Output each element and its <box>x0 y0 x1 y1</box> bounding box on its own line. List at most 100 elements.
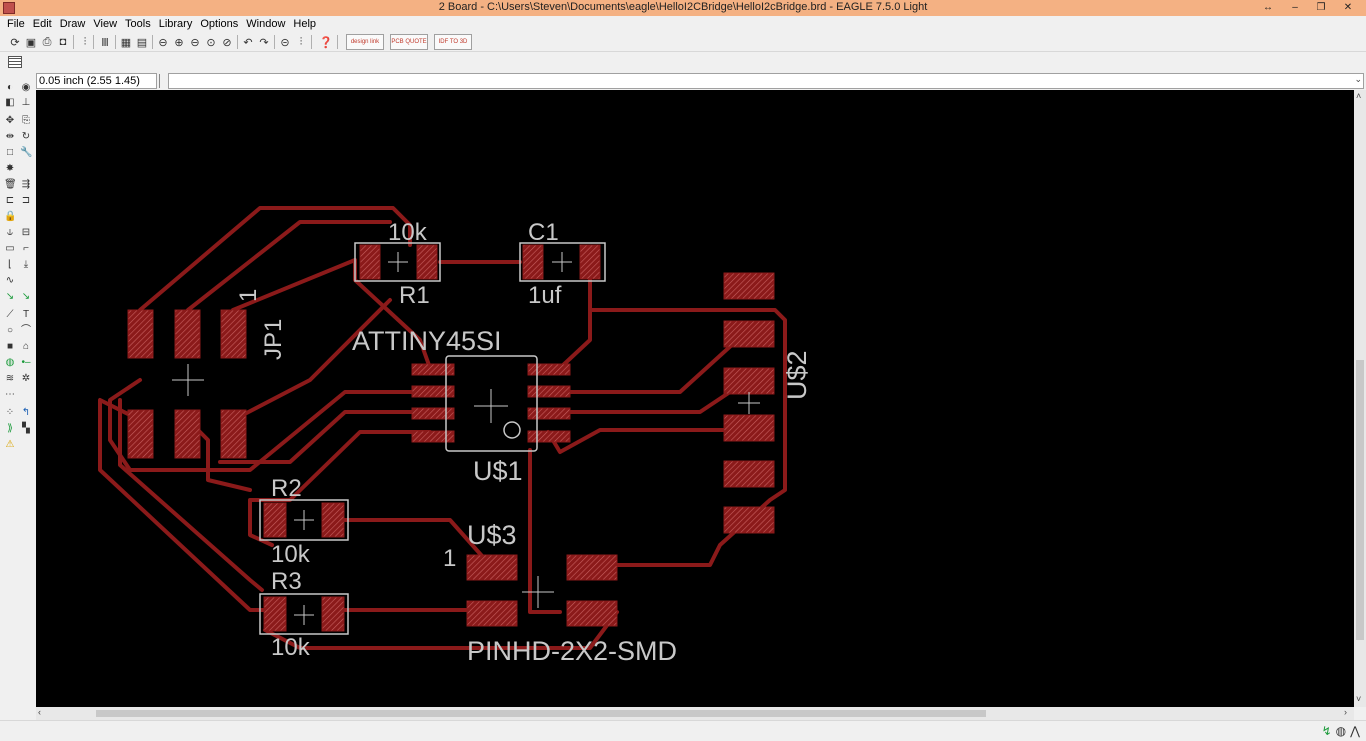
pad[interactable] <box>359 244 381 280</box>
command-line-input[interactable] <box>168 73 1364 89</box>
zoom-out-icon[interactable]: ⊖ <box>190 36 200 49</box>
pad[interactable] <box>174 409 201 459</box>
pad[interactable] <box>411 385 455 398</box>
pad[interactable] <box>466 554 518 581</box>
pad[interactable] <box>527 363 571 376</box>
maximize-button[interactable]: ❐ <box>1316 2 1326 13</box>
pad[interactable] <box>174 309 201 359</box>
eagle-app-icon[interactable] <box>3 2 15 14</box>
mark-icon[interactable]: ⊥ <box>21 97 31 108</box>
optimize-icon[interactable]: ⌐ <box>23 243 29 254</box>
line-icon[interactable]: ⟋ <box>6 309 14 320</box>
edit-mode-icon[interactable]: ⋀ <box>1350 724 1360 738</box>
ulp-icon[interactable]: Ⅲ <box>101 36 109 49</box>
scroll-up-icon[interactable]: ˄ <box>1356 91 1362 101</box>
redo-icon[interactable]: ↷ <box>259 36 269 49</box>
vertical-scroll-thumb[interactable] <box>1356 360 1364 640</box>
name-icon[interactable]: ⊏ <box>5 195 15 206</box>
schematic-icon[interactable]: ▤ <box>136 36 148 49</box>
board-icon[interactable]: ▦ <box>120 36 132 49</box>
smash-icon[interactable]: ⫝ <box>7 227 13 238</box>
design-link-button[interactable]: design link <box>346 34 384 50</box>
pad[interactable] <box>527 407 571 420</box>
zoom-in-icon[interactable]: ⊕ <box>174 36 184 49</box>
pad[interactable] <box>527 430 571 443</box>
info-icon[interactable]: ◐ <box>6 82 14 93</box>
warning-icon[interactable]: ⚠ <box>5 439 15 450</box>
menu-file[interactable]: File <box>7 18 25 30</box>
paste-icon[interactable]: ✸ <box>5 163 15 174</box>
go-status-icon[interactable]: ↯ <box>1321 724 1332 738</box>
zoom-fit-icon[interactable]: ⊖ <box>158 36 168 49</box>
pad[interactable] <box>466 600 518 627</box>
board-canvas[interactable]: 10k R1 C1 1uf JP1 1 ATTINY45SI U$1 U$2 R… <box>36 90 1354 707</box>
script-icon[interactable]: ⫶ <box>83 35 87 48</box>
pad[interactable] <box>263 502 287 538</box>
arc-icon[interactable]: ⌒ <box>21 325 31 336</box>
rect-icon[interactable]: ■ <box>6 341 14 352</box>
dimension-icon[interactable]: ⋯ <box>5 389 15 400</box>
auto-icon[interactable]: ✲ <box>21 373 31 384</box>
pad[interactable] <box>321 596 345 632</box>
erc-icon[interactable]: ⟫ <box>7 423 13 434</box>
lock-icon[interactable]: 🔒 <box>4 211 17 222</box>
menu-view[interactable]: View <box>93 18 118 30</box>
hole-icon[interactable]: •– <box>21 357 31 368</box>
zoom-select-icon[interactable]: ⊘ <box>222 36 232 49</box>
errors-icon[interactable]: ▚ <box>22 423 30 434</box>
open-icon[interactable]: ⟳ <box>10 36 20 49</box>
zoom-redraw-icon[interactable]: ⊙ <box>206 36 216 49</box>
mirror-icon[interactable]: ⇹ <box>5 131 15 142</box>
pad[interactable] <box>416 244 438 280</box>
undo-icon[interactable]: ↶ <box>243 36 253 49</box>
close-button[interactable]: ✕ <box>1343 2 1353 13</box>
go-icon[interactable]: ⫶ <box>299 35 303 48</box>
drc-icon[interactable]: ↰ <box>21 407 31 418</box>
pad[interactable] <box>321 502 345 538</box>
print-icon[interactable]: ⎙ <box>42 35 52 48</box>
menu-draw[interactable]: Draw <box>59 18 86 30</box>
horizontal-scroll-thumb[interactable] <box>96 710 986 717</box>
pad[interactable] <box>127 409 154 459</box>
pad[interactable] <box>527 385 571 398</box>
help-icon[interactable]: ❓ <box>319 36 333 49</box>
circle-icon[interactable]: ○ <box>6 325 14 336</box>
attribute-icon[interactable]: ⁘ <box>5 407 15 418</box>
ratsnest-icon[interactable]: ≋ <box>5 373 15 384</box>
restore-arrows-icon[interactable]: ↔ <box>1263 2 1273 13</box>
pad[interactable] <box>579 244 601 280</box>
pcb-quote-button[interactable]: PCB QUOTE <box>390 34 428 50</box>
command-history-chevron-down-icon[interactable]: ⌄ <box>1354 74 1362 84</box>
pad[interactable] <box>263 596 287 632</box>
pad[interactable] <box>723 414 775 442</box>
horizontal-scrollbar[interactable]: ‹ › <box>36 707 1354 720</box>
polygon-icon[interactable]: ⌂ <box>22 341 30 352</box>
route-icon[interactable]: ⌊ <box>8 259 12 270</box>
ripup-icon[interactable]: ⤓ <box>23 259 29 270</box>
pad[interactable] <box>566 600 618 627</box>
minimize-button[interactable]: ‒ <box>1292 2 1298 13</box>
group-icon[interactable]: □ <box>6 147 14 158</box>
pad[interactable] <box>723 460 775 488</box>
menu-options[interactable]: Options <box>200 18 239 30</box>
via-icon[interactable]: ◍ <box>5 357 15 368</box>
rotate-icon[interactable]: ↻ <box>21 131 31 142</box>
pad[interactable] <box>220 409 247 459</box>
meander-icon[interactable]: ∿ <box>5 275 15 286</box>
scroll-down-icon[interactable]: ˅ <box>1356 694 1362 704</box>
change-icon[interactable]: 🔧 <box>20 147 33 158</box>
delete-icon[interactable]: 🗑 <box>4 179 17 190</box>
menu-window[interactable]: Window <box>246 18 286 30</box>
pad[interactable] <box>220 309 247 359</box>
stop-icon[interactable]: ⊝ <box>280 36 290 49</box>
value-icon[interactable]: ⊐ <box>21 195 31 206</box>
signal-icon[interactable]: ↘ <box>21 291 31 302</box>
stop-status-icon[interactable]: ◍ <box>1335 724 1347 738</box>
copy-icon[interactable]: ⎘ <box>22 115 30 126</box>
pad[interactable] <box>411 407 455 420</box>
pad[interactable] <box>723 367 775 395</box>
cam-icon[interactable]: ◘ <box>59 36 67 48</box>
menu-help[interactable]: Help <box>293 18 317 30</box>
pad[interactable] <box>411 363 455 376</box>
pad[interactable] <box>127 309 154 359</box>
